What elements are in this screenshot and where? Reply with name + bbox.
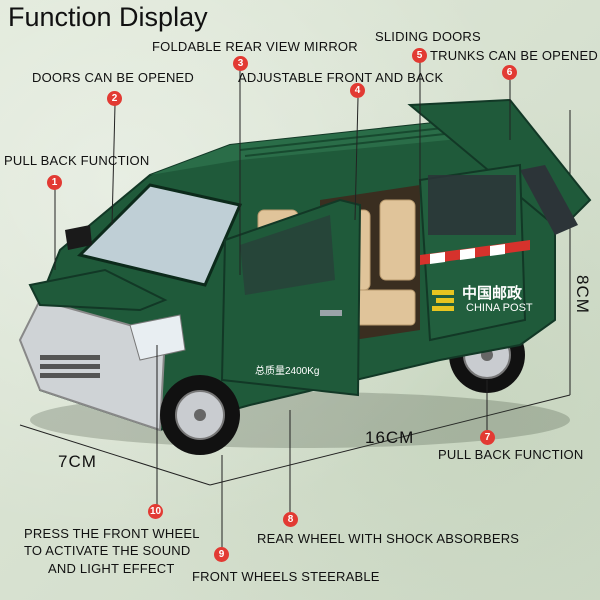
headlight bbox=[129, 314, 186, 361]
dimension-height: 8CM bbox=[573, 275, 592, 314]
dimension-lines bbox=[19, 110, 571, 486]
badge-5: 5 bbox=[412, 48, 427, 63]
badge-1: 1 bbox=[47, 175, 62, 190]
china-post-cn-text: 中国邮政 bbox=[462, 285, 523, 302]
badge-9: 9 bbox=[214, 547, 229, 562]
label-pull-back-function: PULL BACK FUNCTION bbox=[4, 153, 150, 168]
front-door-handle bbox=[320, 310, 342, 316]
label-front-wheels-steerable: FRONT WHEELS STEERABLE bbox=[192, 569, 380, 584]
label-doors-can-be-opened: DOORS CAN BE OPENED bbox=[32, 70, 194, 85]
label-trunks-can-be-opened: TRUNKS CAN BE OPENED bbox=[430, 48, 598, 63]
front-door-window bbox=[240, 215, 335, 295]
weight-text: 总质量2400Kg bbox=[255, 366, 320, 377]
badge-2: 2 bbox=[107, 91, 122, 106]
leader-lines bbox=[54, 62, 511, 547]
badge-6: 6 bbox=[502, 65, 517, 80]
dimension-width: 7CM bbox=[58, 452, 97, 471]
page-title: Function Display bbox=[8, 2, 208, 32]
hood-open bbox=[28, 268, 168, 312]
badge-8: 8 bbox=[283, 512, 298, 527]
china-post-logo bbox=[432, 290, 454, 311]
red-white-stripe bbox=[420, 240, 530, 265]
china-post-en-text: CHINA POST bbox=[466, 302, 533, 314]
label-sliding-doors: SLIDING DOORS bbox=[375, 29, 481, 44]
badge-3: 3 bbox=[233, 56, 248, 71]
label-foldable-rear-view-mirror: FOLDABLE REAR VIEW MIRROR bbox=[152, 39, 358, 54]
label-press-front-wheel-line2: TO ACTIVATE THE SOUND bbox=[24, 543, 191, 558]
label-press-front-wheel-line1: PRESS THE FRONT WHEEL bbox=[24, 526, 200, 541]
width-dimension-line bbox=[19, 424, 211, 486]
rear-hatch-window bbox=[520, 165, 578, 235]
badge-10: 10 bbox=[148, 504, 163, 519]
side-mirror bbox=[65, 225, 92, 250]
badge-4: 4 bbox=[350, 83, 365, 98]
label-adjustable-front-and-back: ADJUSTABLE FRONT AND BACK bbox=[238, 70, 444, 85]
badge-7: 7 bbox=[480, 430, 495, 445]
label-pull-back-function-rear: PULL BACK FUNCTION bbox=[438, 447, 584, 462]
label-rear-wheel-shock-absorbers: REAR WHEEL WITH SHOCK ABSORBERS bbox=[257, 531, 520, 546]
sliding-door-window bbox=[428, 175, 516, 235]
length-dimension-line bbox=[209, 394, 571, 486]
front-wheel bbox=[160, 375, 240, 455]
dimension-length: 16CM bbox=[365, 428, 415, 447]
front-grill bbox=[40, 355, 100, 378]
label-press-front-wheel-line3: AND LIGHT EFFECT bbox=[48, 561, 175, 576]
